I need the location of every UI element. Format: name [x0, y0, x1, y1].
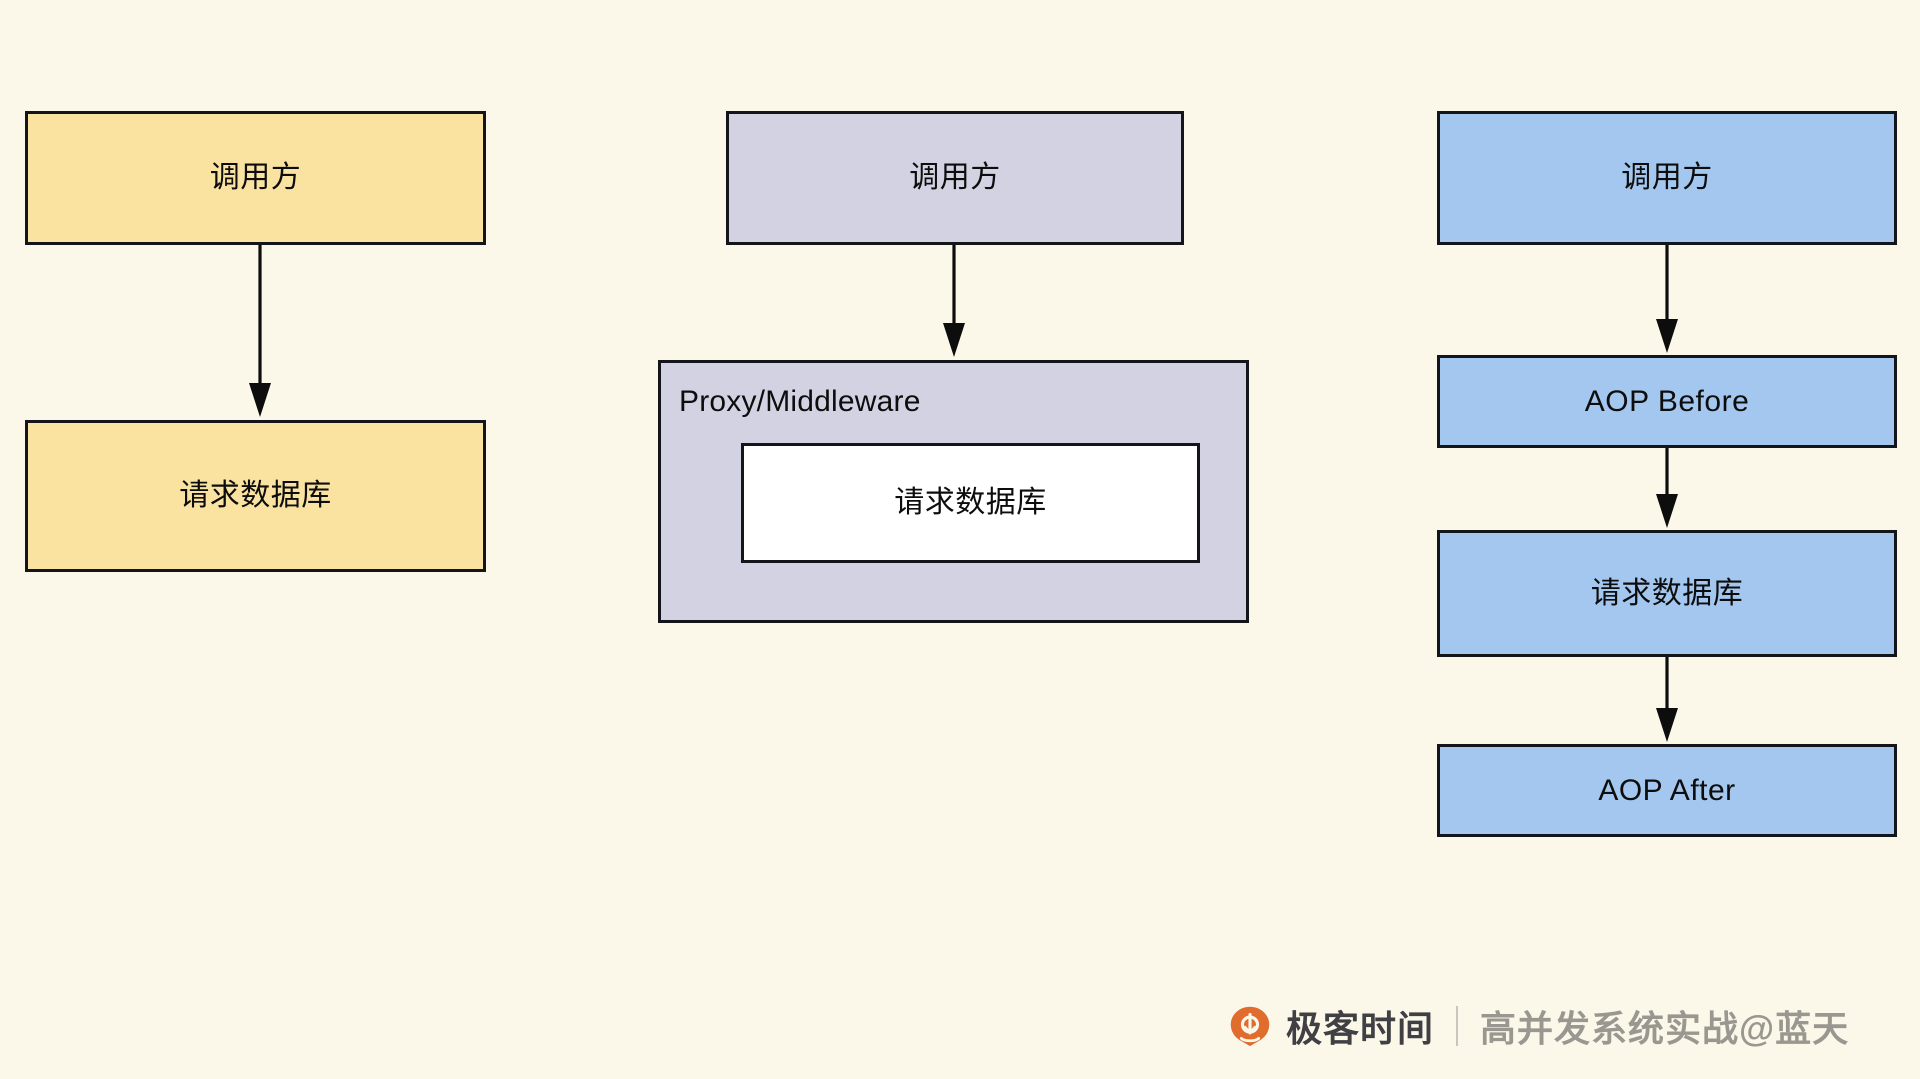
watermark: 极客时间 高并发系统实战@蓝天 — [1228, 1000, 1849, 1052]
watermark-subtitle: 高并发系统实战@蓝天 — [1480, 1008, 1850, 1049]
proxy-container-label: Proxy/Middleware — [679, 385, 921, 418]
node-label: AOP Before — [1584, 384, 1750, 418]
arrow-caller2-to-proxy — [943, 245, 965, 357]
node-label: 调用方 — [1621, 161, 1713, 194]
node-label: 请求数据库 — [179, 479, 332, 512]
node-label: 调用方 — [909, 161, 1001, 194]
node-aop-before: AOP Before — [1437, 355, 1897, 448]
node-aop-after: AOP After — [1437, 744, 1897, 837]
watermark-brand: 极客时间 — [1286, 1008, 1435, 1049]
node-caller-1: 调用方 — [25, 111, 486, 245]
node-label: 请求数据库 — [894, 486, 1047, 519]
arrow-db3-to-aop-after — [1656, 657, 1678, 742]
node-proxy-container: Proxy/Middleware 请求数据库 — [658, 360, 1249, 623]
node-caller-3: 调用方 — [1437, 111, 1897, 245]
arrow-aop-before-to-db3 — [1656, 448, 1678, 528]
node-label: 请求数据库 — [1590, 576, 1744, 610]
arrow-caller3-to-aop-before — [1656, 245, 1678, 353]
node-label: 调用方 — [209, 161, 302, 194]
node-db-2: 请求数据库 — [741, 443, 1200, 563]
watermark-divider — [1456, 1006, 1459, 1046]
node-caller-2: 调用方 — [726, 111, 1184, 245]
node-db-1: 请求数据库 — [25, 420, 486, 572]
arrow-caller1-to-db1 — [249, 245, 271, 417]
geekbang-logo-icon — [1230, 1006, 1270, 1047]
node-label: AOP After — [1598, 773, 1736, 807]
node-db-3: 请求数据库 — [1437, 530, 1897, 657]
